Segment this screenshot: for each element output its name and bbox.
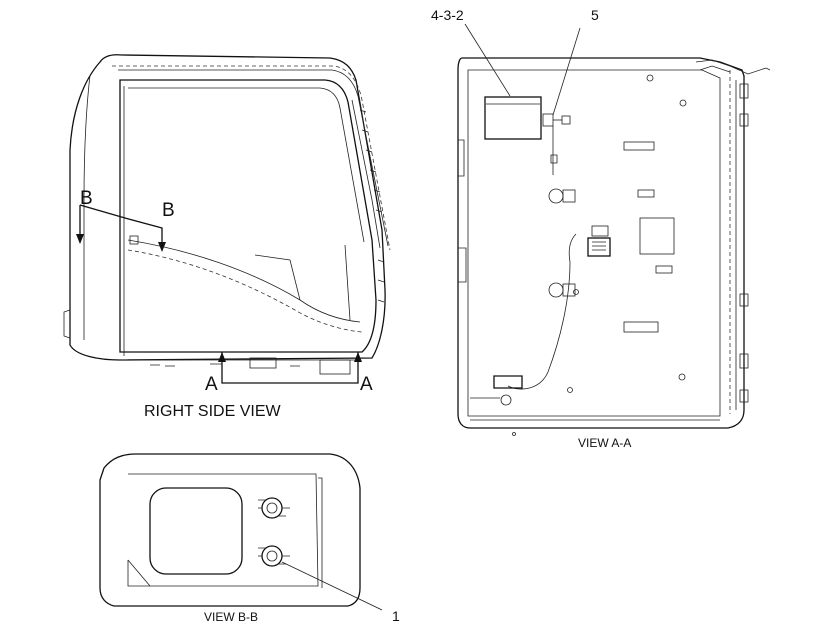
right-side-view-title: RIGHT SIDE VIEW	[144, 403, 282, 420]
callout-1: 1	[392, 608, 400, 624]
callout-5: 5	[591, 7, 599, 23]
section-a-left-label: A	[205, 374, 218, 395]
section-marker-aa: A A	[205, 352, 373, 395]
section-marker-bb: B B	[76, 188, 175, 252]
view-bb-title: VIEW B-B	[204, 610, 258, 624]
section-a-right-label: A	[360, 374, 373, 395]
section-b-left-label: B	[80, 188, 93, 209]
right-side-view-drawing	[63, 54, 391, 375]
view-aa-drawing	[457, 57, 771, 436]
leader-4-3-2	[464, 23, 511, 97]
view-bb-drawing	[99, 453, 361, 607]
callout-4-3-2: 4-3-2	[431, 7, 464, 23]
leader-1	[281, 561, 383, 611]
leader-5	[552, 27, 581, 116]
section-b-right-label: B	[162, 200, 175, 221]
view-aa-title: VIEW A-A	[578, 436, 631, 450]
